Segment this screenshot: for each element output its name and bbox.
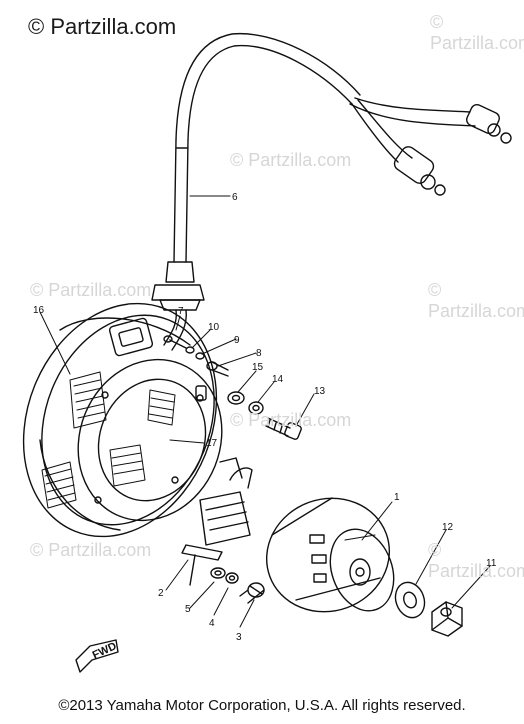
leader-lines [39,195,491,628]
bolt-13 [265,417,302,440]
washer-12 [394,581,426,619]
callout-5: 5 [185,604,191,615]
partzilla-watermark-faint: © Partzilla.com [30,280,152,300]
callout-6: 6 [232,192,238,203]
callout-10: 10 [208,322,220,333]
callout-14: 14 [272,374,284,385]
wire-grommet [151,261,205,351]
callout-2: 2 [158,588,164,599]
partzilla-watermark-faint: © Partzilla.com [230,410,352,430]
callout-8: 8 [256,348,262,359]
callout-9: 9 [234,335,240,346]
callout-11: 11 [486,558,497,569]
pulser-coil-assembly [181,457,253,586]
copyright-notice: ©2013 Yamaha Motor Corporation, U.S.A. A… [58,697,466,714]
fwd-label: FWD [91,640,119,661]
nut-11 [431,601,463,637]
partzilla-watermark-faint: © Partzilla.com [430,12,524,53]
partzilla-watermark: © Partzilla.com [28,14,177,39]
screw-8 [206,361,229,377]
partzilla-watermark-faint: © Partzilla.com [428,280,524,321]
partzilla-watermark-faint: © Partzilla.com [30,540,152,560]
callout-4: 4 [209,618,215,629]
screw-3 [239,582,265,604]
flywheel-rotor [265,497,395,613]
stator-coil-assembly [41,358,223,522]
callout-17: 17 [206,438,218,449]
lock-washer-14 [248,401,264,415]
washer-15 [227,391,245,405]
callout-7: 7 [178,306,184,317]
callout-labels: 1 2 3 4 5 6 7 8 9 10 11 12 13 14 15 16 1… [33,192,497,643]
callout-15: 15 [252,362,264,373]
callout-12: 12 [442,522,454,533]
washer-9 [195,352,205,360]
lock-washer-4 [225,572,239,584]
callout-13: 13 [314,386,326,397]
washer-5 [210,567,226,579]
washer-10 [185,346,195,354]
fwd-arrow-icon: FWD [75,639,119,673]
partzilla-watermark-faint: © Partzilla.com [230,150,352,170]
screw-7 [163,335,187,349]
stator-base-plate [22,302,218,538]
stator-terminal-block [108,317,154,357]
callout-16: 16 [33,305,45,316]
partzilla-watermark-faint: © Partzilla.com [428,540,524,581]
callout-3: 3 [236,632,242,643]
callout-1: 1 [394,492,400,503]
wire-harness [173,32,512,263]
